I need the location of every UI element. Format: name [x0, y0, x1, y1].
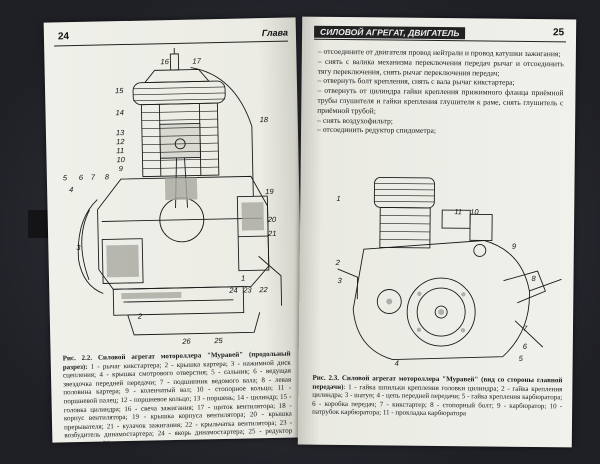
callout: 4: [69, 185, 73, 194]
callout: 19: [265, 187, 274, 196]
callout: 11: [116, 146, 124, 155]
callout: 14: [115, 108, 124, 117]
callout: 2: [335, 258, 341, 267]
callout: 7: [523, 324, 528, 333]
list-item: – снять с валика механизма переключения …: [317, 56, 564, 78]
callout: 1: [241, 274, 245, 283]
header-rule: [314, 38, 567, 43]
callout: 20: [267, 215, 277, 224]
callout: 6: [523, 342, 528, 351]
engine-side-view-drawing: 1 2 3 4 5 6 7 8 9 10 11: [335, 176, 562, 368]
bookmark-ribbon: [28, 210, 50, 238]
removal-steps-list: – отсоедините от двигателя провод нейтра…: [317, 47, 564, 138]
right-page-header: СИЛОВОЙ АГРЕГАТ, ДВИГАТЕЛЬ 25: [314, 25, 567, 43]
callout: 9: [512, 242, 517, 251]
callout: 13: [116, 128, 125, 137]
callout: 17: [192, 56, 201, 65]
section-title: СИЛОВОЙ АГРЕГАТ, ДВИГАТЕЛЬ: [314, 25, 466, 40]
running-head: Глава: [261, 27, 288, 39]
callout: 1: [336, 194, 340, 203]
figure-caption: Рис. 2.2. Силовой агрегат мотороллера "М…: [63, 350, 293, 443]
callout: 23: [242, 285, 252, 294]
callout: 9: [119, 164, 124, 173]
caption-text: 1 - рычаг кикстартера; 2 - крышка картер…: [62, 358, 293, 443]
list-item: – отсоединить редуктор спидометра;: [317, 125, 437, 136]
callout: 3: [76, 243, 81, 252]
right-page: СИЛОВОЙ АГРЕГАТ, ДВИГАТЕЛЬ 25 – отсоедин…: [297, 16, 577, 448]
callout: 4: [395, 359, 399, 368]
caption-text: : 1 - гайка шпильки крепления головки ци…: [312, 382, 563, 418]
callout: 10: [470, 207, 479, 216]
callout: 26: [181, 337, 191, 346]
right-page-number: 25: [552, 27, 565, 39]
engine-section-drawing: 1 2 3 4 5 6 7 8 9 10 11 12 13 14 15 16 1…: [63, 47, 283, 346]
figure-caption: Рис. 2.3. Силовой агрегат мотороллера "М…: [312, 374, 562, 420]
callout: 11: [454, 207, 462, 216]
callout: 15: [115, 86, 124, 95]
left-page: 24 Глава: [43, 17, 305, 443]
callout: 8: [105, 172, 110, 181]
callout: 3: [337, 276, 342, 285]
callout: 8: [531, 274, 536, 283]
callout: 5: [63, 173, 68, 182]
callout: 2: [137, 312, 143, 321]
callout: 24: [228, 286, 238, 295]
callout: 12: [116, 137, 125, 146]
left-page-number: 24: [57, 31, 70, 43]
callout: 5: [519, 354, 524, 363]
left-page-header: 24 Глава: [53, 26, 289, 47]
callout: 7: [91, 173, 96, 182]
callout: 25: [213, 336, 223, 345]
callout: 22: [258, 285, 268, 294]
list-item: – отвернуть от цилиндра гайки крепления …: [317, 85, 564, 116]
callout: 16: [160, 57, 169, 66]
callout: 10: [116, 155, 125, 164]
callout: 21: [267, 229, 277, 238]
callout: 6: [79, 173, 84, 182]
callout: 18: [260, 115, 269, 124]
